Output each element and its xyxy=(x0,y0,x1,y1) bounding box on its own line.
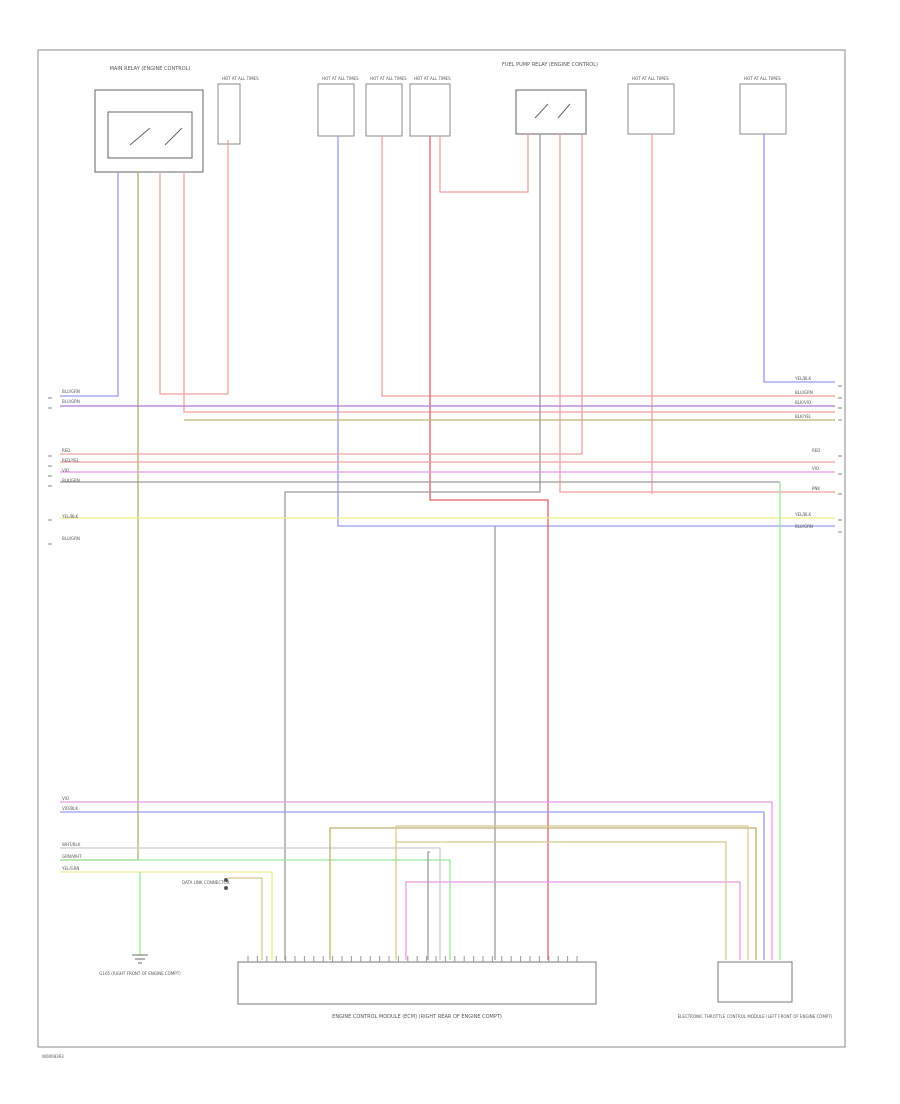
label-right-blugrn2: BLU/GRN xyxy=(795,524,813,529)
label-right-yelblk: YEL/BLK xyxy=(794,376,812,381)
label-bot-wht: WHT/BLK xyxy=(62,842,81,847)
label-left-red: RED xyxy=(62,448,70,453)
ecm-box xyxy=(237,961,597,1005)
connector-label: DATA LINK CONNECTOR xyxy=(182,880,230,885)
diagram-frame xyxy=(37,49,846,1048)
label-left-wire-1: BLU/GRN xyxy=(62,389,80,394)
fuse-label-2: HOT AT ALL TIMES xyxy=(322,76,359,81)
label-right-blkvio: BLK/VIO xyxy=(795,400,811,405)
label-bot-vio: VIO xyxy=(62,796,69,801)
footer-code: W0008393 xyxy=(42,1054,64,1059)
fuel-pump-relay-label: FUEL PUMP RELAY (ENGINE CONTROL) xyxy=(502,62,598,68)
ground-label: G105 (RIGHT FRONT OF ENGINE COMPT) xyxy=(99,971,181,976)
ecm-label: ENGINE CONTROL MODULE (ECM) (RIGHT REAR … xyxy=(332,1014,502,1020)
label-left-vio: VIO xyxy=(62,468,69,473)
label-right-yelblk2: YEL/BLK xyxy=(794,512,812,517)
main-relay-box xyxy=(94,89,204,173)
fuse-label-3: HOT AT ALL TIMES xyxy=(370,76,407,81)
label-left-yelblk: YEL/BLK xyxy=(61,514,79,519)
label-bot-yelgrn: YEL/GRN xyxy=(61,866,79,871)
fuse-label-4: HOT AT ALL TIMES xyxy=(414,76,451,81)
throttle-module-box xyxy=(717,961,793,1003)
label-left-blkgrn: BLK/GRN xyxy=(62,478,80,483)
fuel-pump-relay-box xyxy=(515,89,587,135)
fuse-label-1: HOT AT ALL TIMES xyxy=(222,76,259,81)
fuse-label-5: HOT AT ALL TIMES xyxy=(632,76,669,81)
edge-ticks xyxy=(48,385,842,545)
bus-wires xyxy=(60,405,835,960)
label-right-pnk: PNK xyxy=(812,486,820,491)
label-bot-grnwht: GRN/WHT xyxy=(62,854,82,859)
main-relay-label: MAIN RELAY (ENGINE CONTROL) xyxy=(110,66,191,72)
fuse-label-6: HOT AT ALL TIMES xyxy=(744,76,781,81)
upper-wires xyxy=(60,134,835,960)
edge-labels: BLU/GRN BLU/GRN RED RED/YEL VIO BLK/GRN … xyxy=(61,376,820,871)
label-right-vio: VIO xyxy=(812,466,819,471)
label-right-blugrn: BLU/GRN xyxy=(795,390,813,395)
bottom-components: ENGINE CONTROL MODULE (ECM) (RIGHT REAR … xyxy=(99,878,833,1020)
throttle-module-label: ELECTRONIC THROTTLE CONTROL MODULE (LEFT… xyxy=(678,1014,833,1019)
label-left-redyel: RED/YEL xyxy=(62,458,80,463)
ecm-pins xyxy=(247,956,578,962)
label-right-blkyel: BLK/YEL xyxy=(795,414,812,419)
label-left-wire-2: BLU/GRN xyxy=(62,399,80,404)
label-right-red: RED xyxy=(812,448,820,453)
label-bot-vioblk: VIO/BLK xyxy=(62,806,78,811)
label-left-blugrn2: BLU/GRN xyxy=(62,536,80,541)
